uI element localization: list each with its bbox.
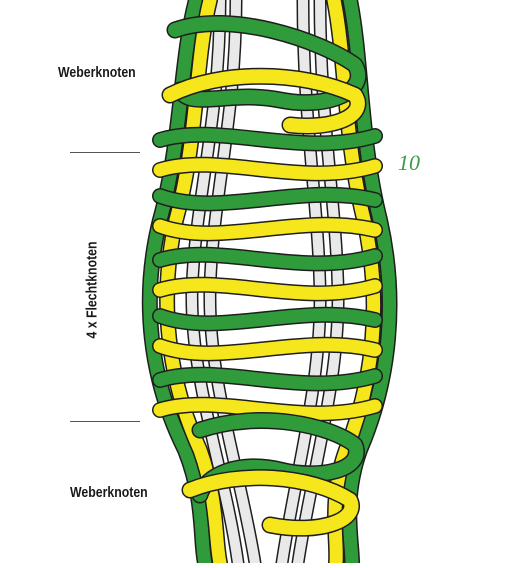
- braid-cord-1: [153, 128, 382, 150]
- braid-cord-3: [153, 188, 382, 210]
- label-weaver-knot-top: Weberknoten: [58, 64, 136, 81]
- braid-cord-5: [153, 248, 382, 270]
- braid-cord-4: [153, 218, 382, 240]
- section-divider-top: [70, 152, 140, 153]
- braid-cord-2: [153, 158, 382, 180]
- label-braid-knots: 4 x Flechtknoten: [83, 241, 101, 339]
- step-number: 10: [398, 150, 420, 175]
- braid-cord-6: [153, 278, 382, 300]
- weaver-top-yellow: [163, 69, 365, 133]
- braid-cord-10: [153, 398, 382, 420]
- weave-cords: [141, 0, 398, 568]
- section-divider-bottom: [70, 421, 140, 422]
- braid-cord-9: [153, 368, 382, 390]
- weaver-bottom-yellow: [183, 470, 359, 536]
- braid-cord-7: [153, 308, 382, 330]
- weaver-bottom-green: [193, 413, 364, 502]
- braid-cord-8: [153, 338, 382, 360]
- label-weaver-knot-bottom: Weberknoten: [70, 484, 148, 501]
